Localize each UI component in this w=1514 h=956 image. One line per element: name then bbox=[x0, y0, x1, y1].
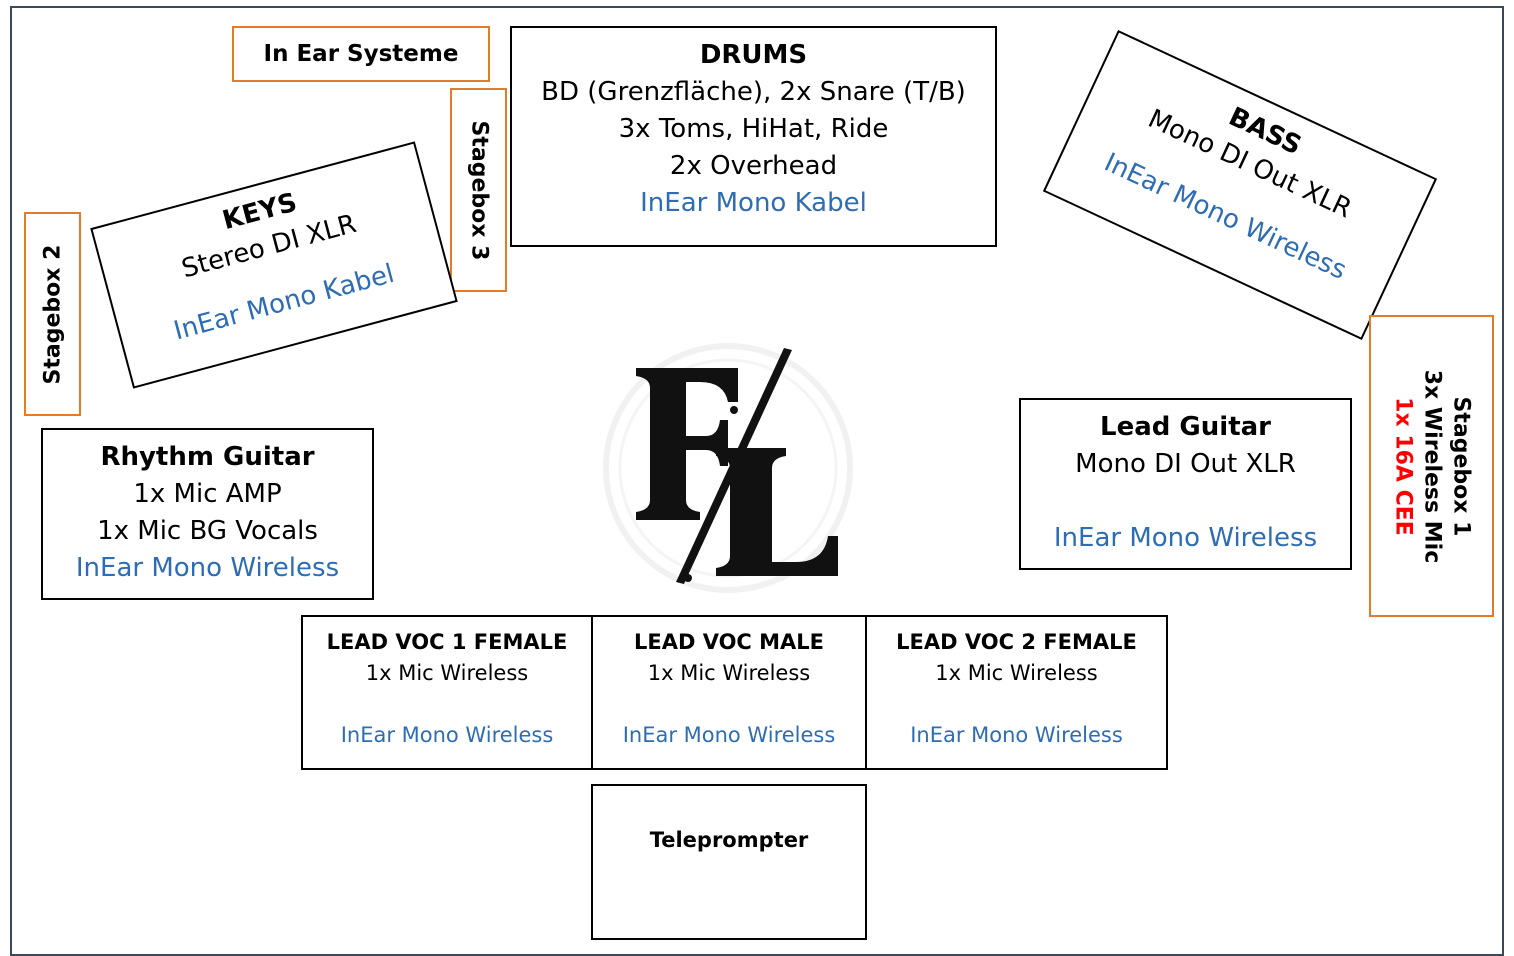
lead-voc-1-line: 1x Mic Wireless bbox=[365, 661, 529, 685]
band-logo bbox=[603, 343, 853, 593]
lead-guitar-box: Lead Guitar Mono DI Out XLR InEar Mono W… bbox=[1019, 398, 1352, 570]
drums-inear: InEar Mono Kabel bbox=[640, 188, 867, 218]
rhythm-guitar-title: Rhythm Guitar bbox=[100, 442, 315, 472]
lead-voc-1-box: LEAD VOC 1 FEMALE 1x Mic Wireless InEar … bbox=[301, 615, 593, 770]
drums-line: 3x Toms, HiHat, Ride bbox=[618, 114, 889, 144]
stagebox-3-label: Stagebox 3 bbox=[466, 120, 491, 260]
rhythm-guitar-inear: InEar Mono Wireless bbox=[75, 553, 340, 583]
stagebox-1-power: 1x 16A CEE bbox=[1390, 396, 1415, 536]
stagebox-3-box: Stagebox 3 bbox=[450, 88, 507, 292]
lead-voc-2-line: 1x Mic Wireless bbox=[935, 661, 1098, 685]
drums-box: DRUMS BD (Grenzfläche), 2x Snare (T/B) 3… bbox=[510, 26, 997, 247]
lead-guitar-title: Lead Guitar bbox=[1100, 412, 1271, 442]
lead-voc-2-box: LEAD VOC 2 FEMALE 1x Mic Wireless InEar … bbox=[865, 615, 1168, 770]
rhythm-guitar-box: Rhythm Guitar 1x Mic AMP 1x Mic BG Vocal… bbox=[41, 428, 374, 600]
stagebox-1-text: Stagebox 1 3x Wireless Mic 1x 16A CEE bbox=[1388, 369, 1475, 563]
lead-voc-male-box: LEAD VOC MALE 1x Mic Wireless InEar Mono… bbox=[591, 615, 867, 770]
lead-voc-male-title: LEAD VOC MALE bbox=[633, 630, 825, 654]
rhythm-guitar-line: 1x Mic BG Vocals bbox=[97, 516, 318, 546]
lead-voc-2-title: LEAD VOC 2 FEMALE bbox=[896, 630, 1137, 654]
stagebox-1-label: Stagebox 1 bbox=[1448, 396, 1473, 536]
inear-systems-label: In Ear Systeme bbox=[263, 41, 459, 67]
lead-guitar-line: Mono DI Out XLR bbox=[1075, 449, 1296, 479]
lead-voc-1-inear: InEar Mono Wireless bbox=[340, 723, 554, 747]
drums-line: BD (Grenzfläche), 2x Snare (T/B) bbox=[541, 77, 966, 107]
lead-guitar-inear: InEar Mono Wireless bbox=[1053, 523, 1318, 553]
teleprompter-box: Teleprompter bbox=[591, 784, 867, 940]
drums-line: 2x Overhead bbox=[669, 151, 838, 181]
lead-voc-1-title: LEAD VOC 1 FEMALE bbox=[326, 630, 568, 654]
rhythm-guitar-line: 1x Mic AMP bbox=[133, 479, 282, 509]
stagebox-2-box: Stagebox 2 bbox=[24, 212, 81, 416]
stagebox-2-label: Stagebox 2 bbox=[40, 244, 65, 384]
stagebox-1-wireless: 3x Wireless Mic bbox=[1419, 369, 1444, 563]
lead-voc-2-inear: InEar Mono Wireless bbox=[910, 723, 1123, 747]
inear-systems-box: In Ear Systeme bbox=[232, 26, 490, 82]
drums-title: DRUMS bbox=[699, 40, 808, 70]
stagebox-1-box: Stagebox 1 3x Wireless Mic 1x 16A CEE bbox=[1369, 315, 1494, 617]
lead-voc-male-line: 1x Mic Wireless bbox=[647, 661, 811, 685]
lead-voc-male-inear: InEar Mono Wireless bbox=[622, 723, 836, 747]
teleprompter-label: Teleprompter bbox=[649, 828, 809, 852]
